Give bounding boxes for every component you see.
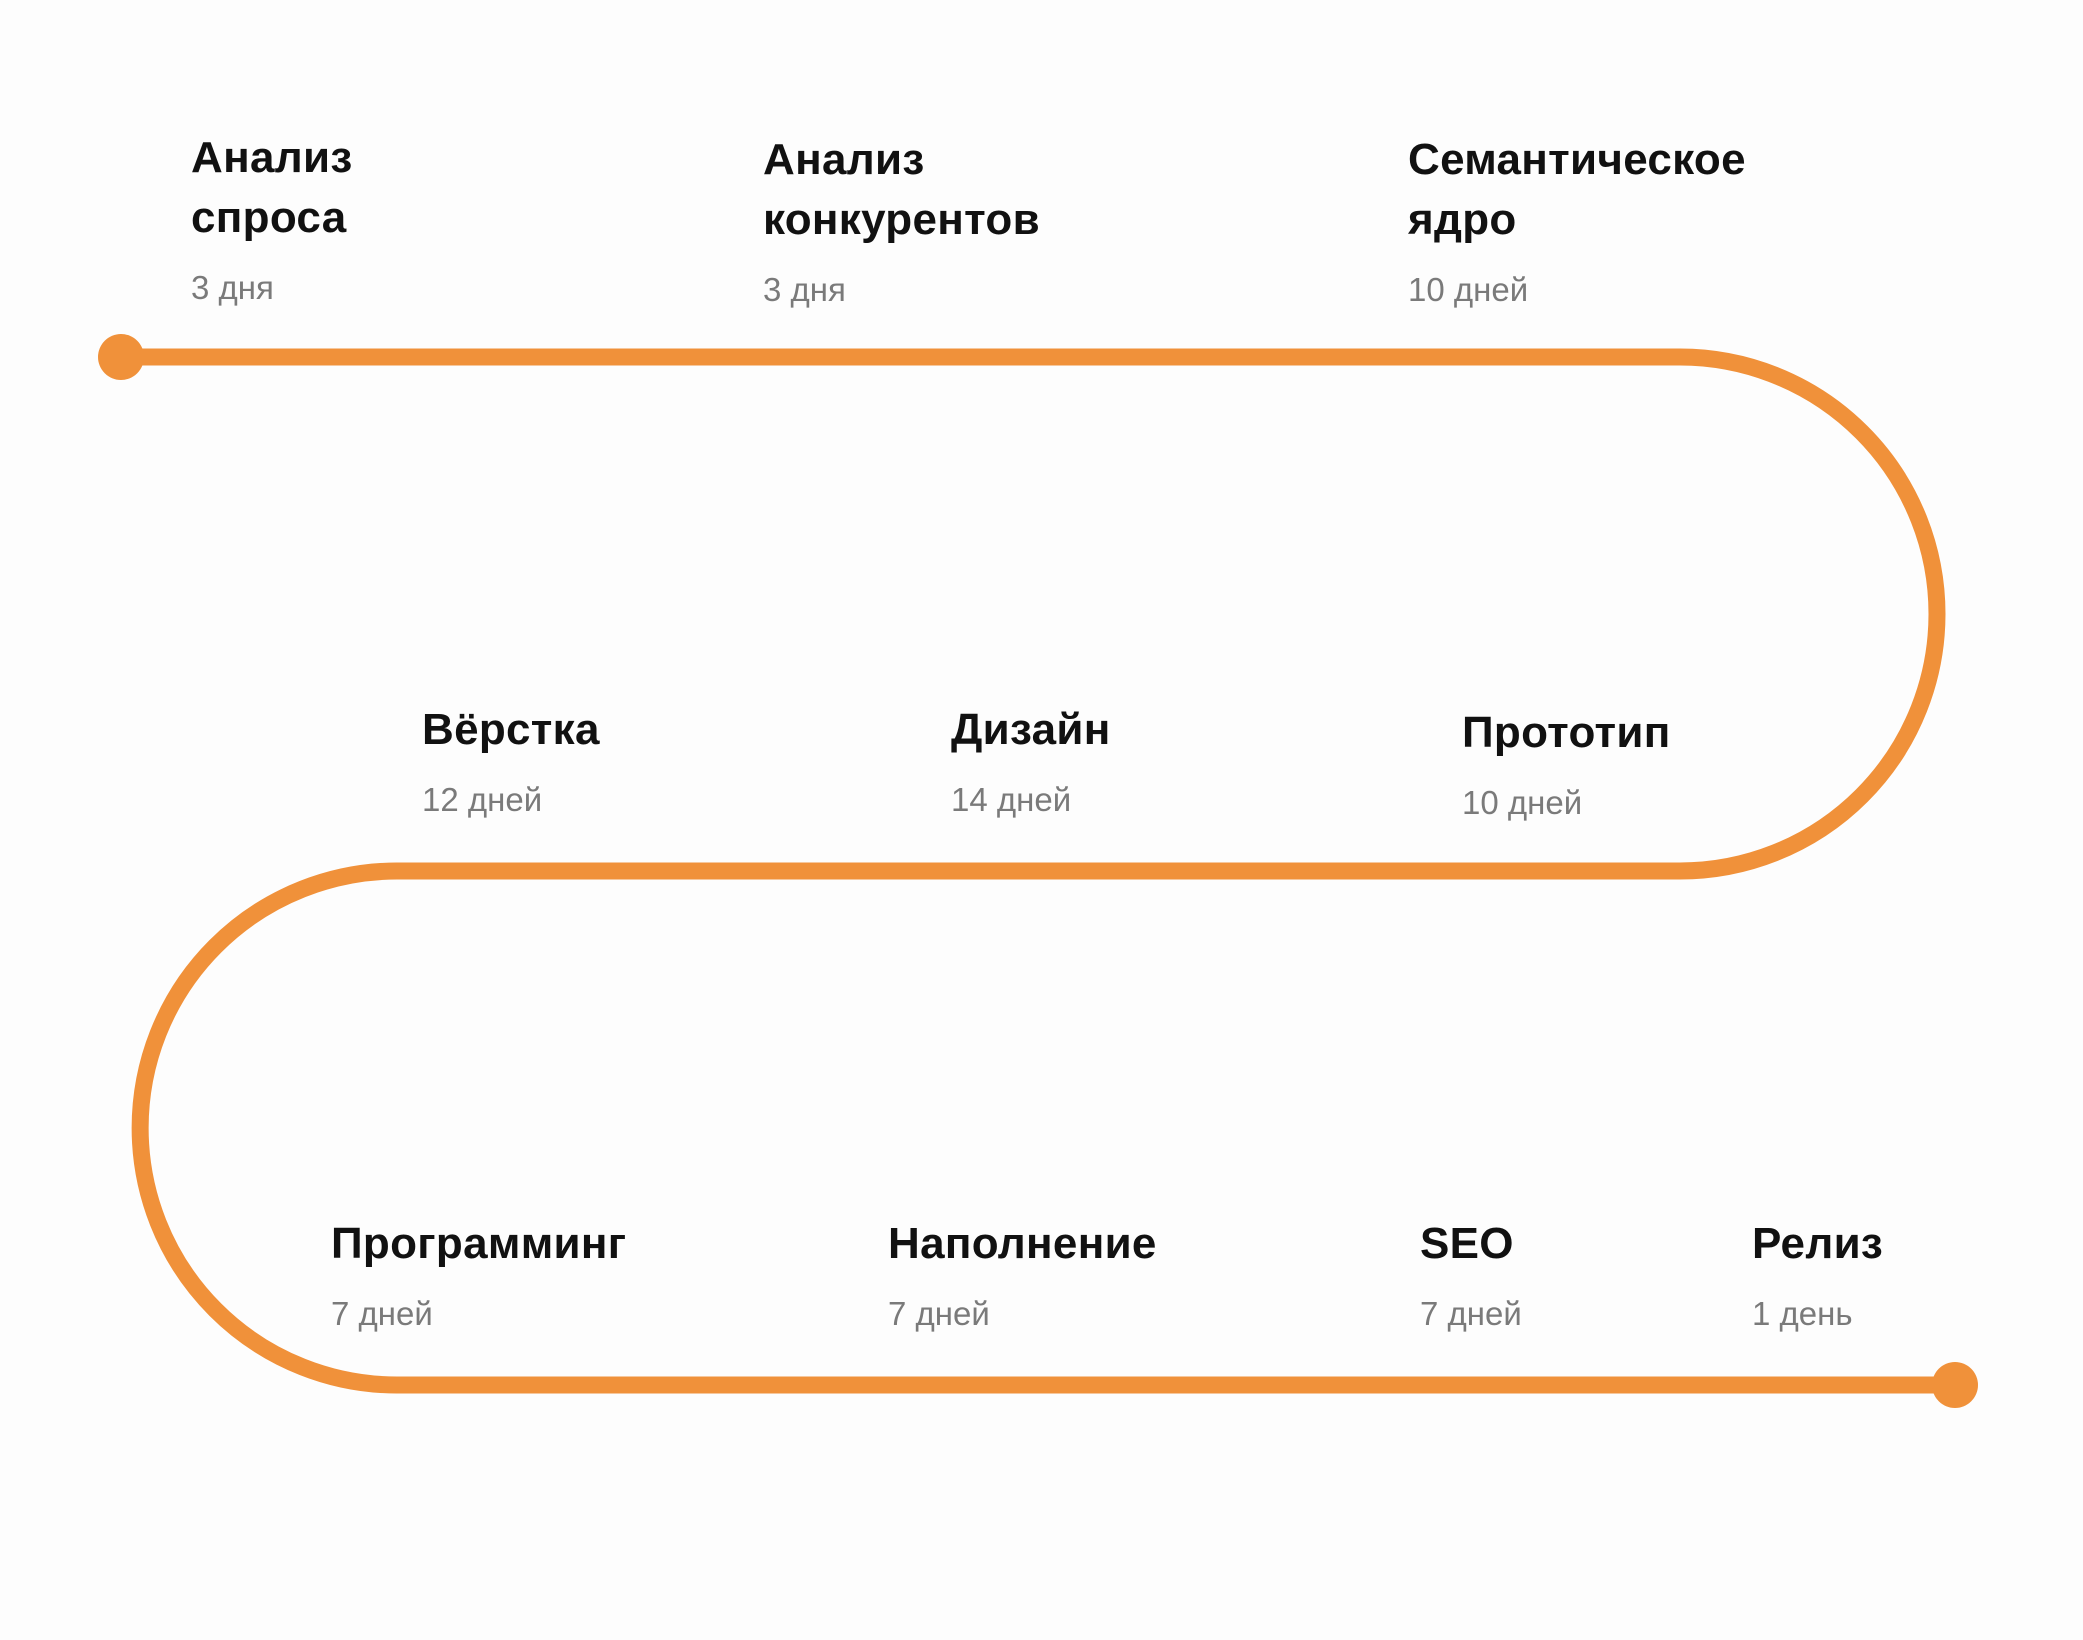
step-title: Релиз [1752,1219,1884,1268]
step-duration: 7 дней [888,1295,990,1332]
step-duration: 12 дней [422,781,543,818]
step-duration: 14 дней [951,781,1072,818]
step-duration: 10 дней [1408,271,1529,308]
step-demand-analysis: Анализ спроса 3 дня [191,128,353,308]
step-release: Релиз 1 день [1752,1214,1883,1334]
step-content-filling: Наполнение 7 дней [888,1214,1157,1334]
step-seo: SEO 7 дней [1420,1214,1522,1334]
step-title: Вёрстка [422,705,600,754]
timeline-path [112,348,1964,1394]
step-title: Анализ конкурентов [763,135,1040,244]
step-programming: Программинг 7 дней [331,1214,626,1334]
step-prototype: Прототип 10 дней [1462,703,1671,823]
step-competitor-analysis: Анализ конкурентов 3 дня [763,130,1040,310]
step-title: SEO [1420,1219,1514,1268]
step-markup: Вёрстка 12 дней [422,700,600,820]
step-title: Семантическое ядро [1408,135,1746,244]
step-title: Программинг [331,1219,627,1268]
step-title: Прототип [1462,708,1671,757]
timeline-end-dot [1932,1362,1978,1408]
step-duration: 1 день [1752,1295,1853,1332]
step-duration: 3 дня [763,271,846,308]
step-duration: 10 дней [1462,784,1583,821]
step-semantic-core: Семантическое ядро 10 дней [1408,130,1746,310]
step-title: Наполнение [888,1219,1157,1268]
timeline-start-dot [98,334,144,380]
step-title: Дизайн [951,705,1111,754]
step-duration: 7 дней [1420,1295,1522,1332]
step-duration: 7 дней [331,1295,433,1332]
step-design: Дизайн 14 дней [951,700,1111,820]
step-title: Анализ спроса [191,133,353,242]
step-duration: 3 дня [191,269,274,306]
